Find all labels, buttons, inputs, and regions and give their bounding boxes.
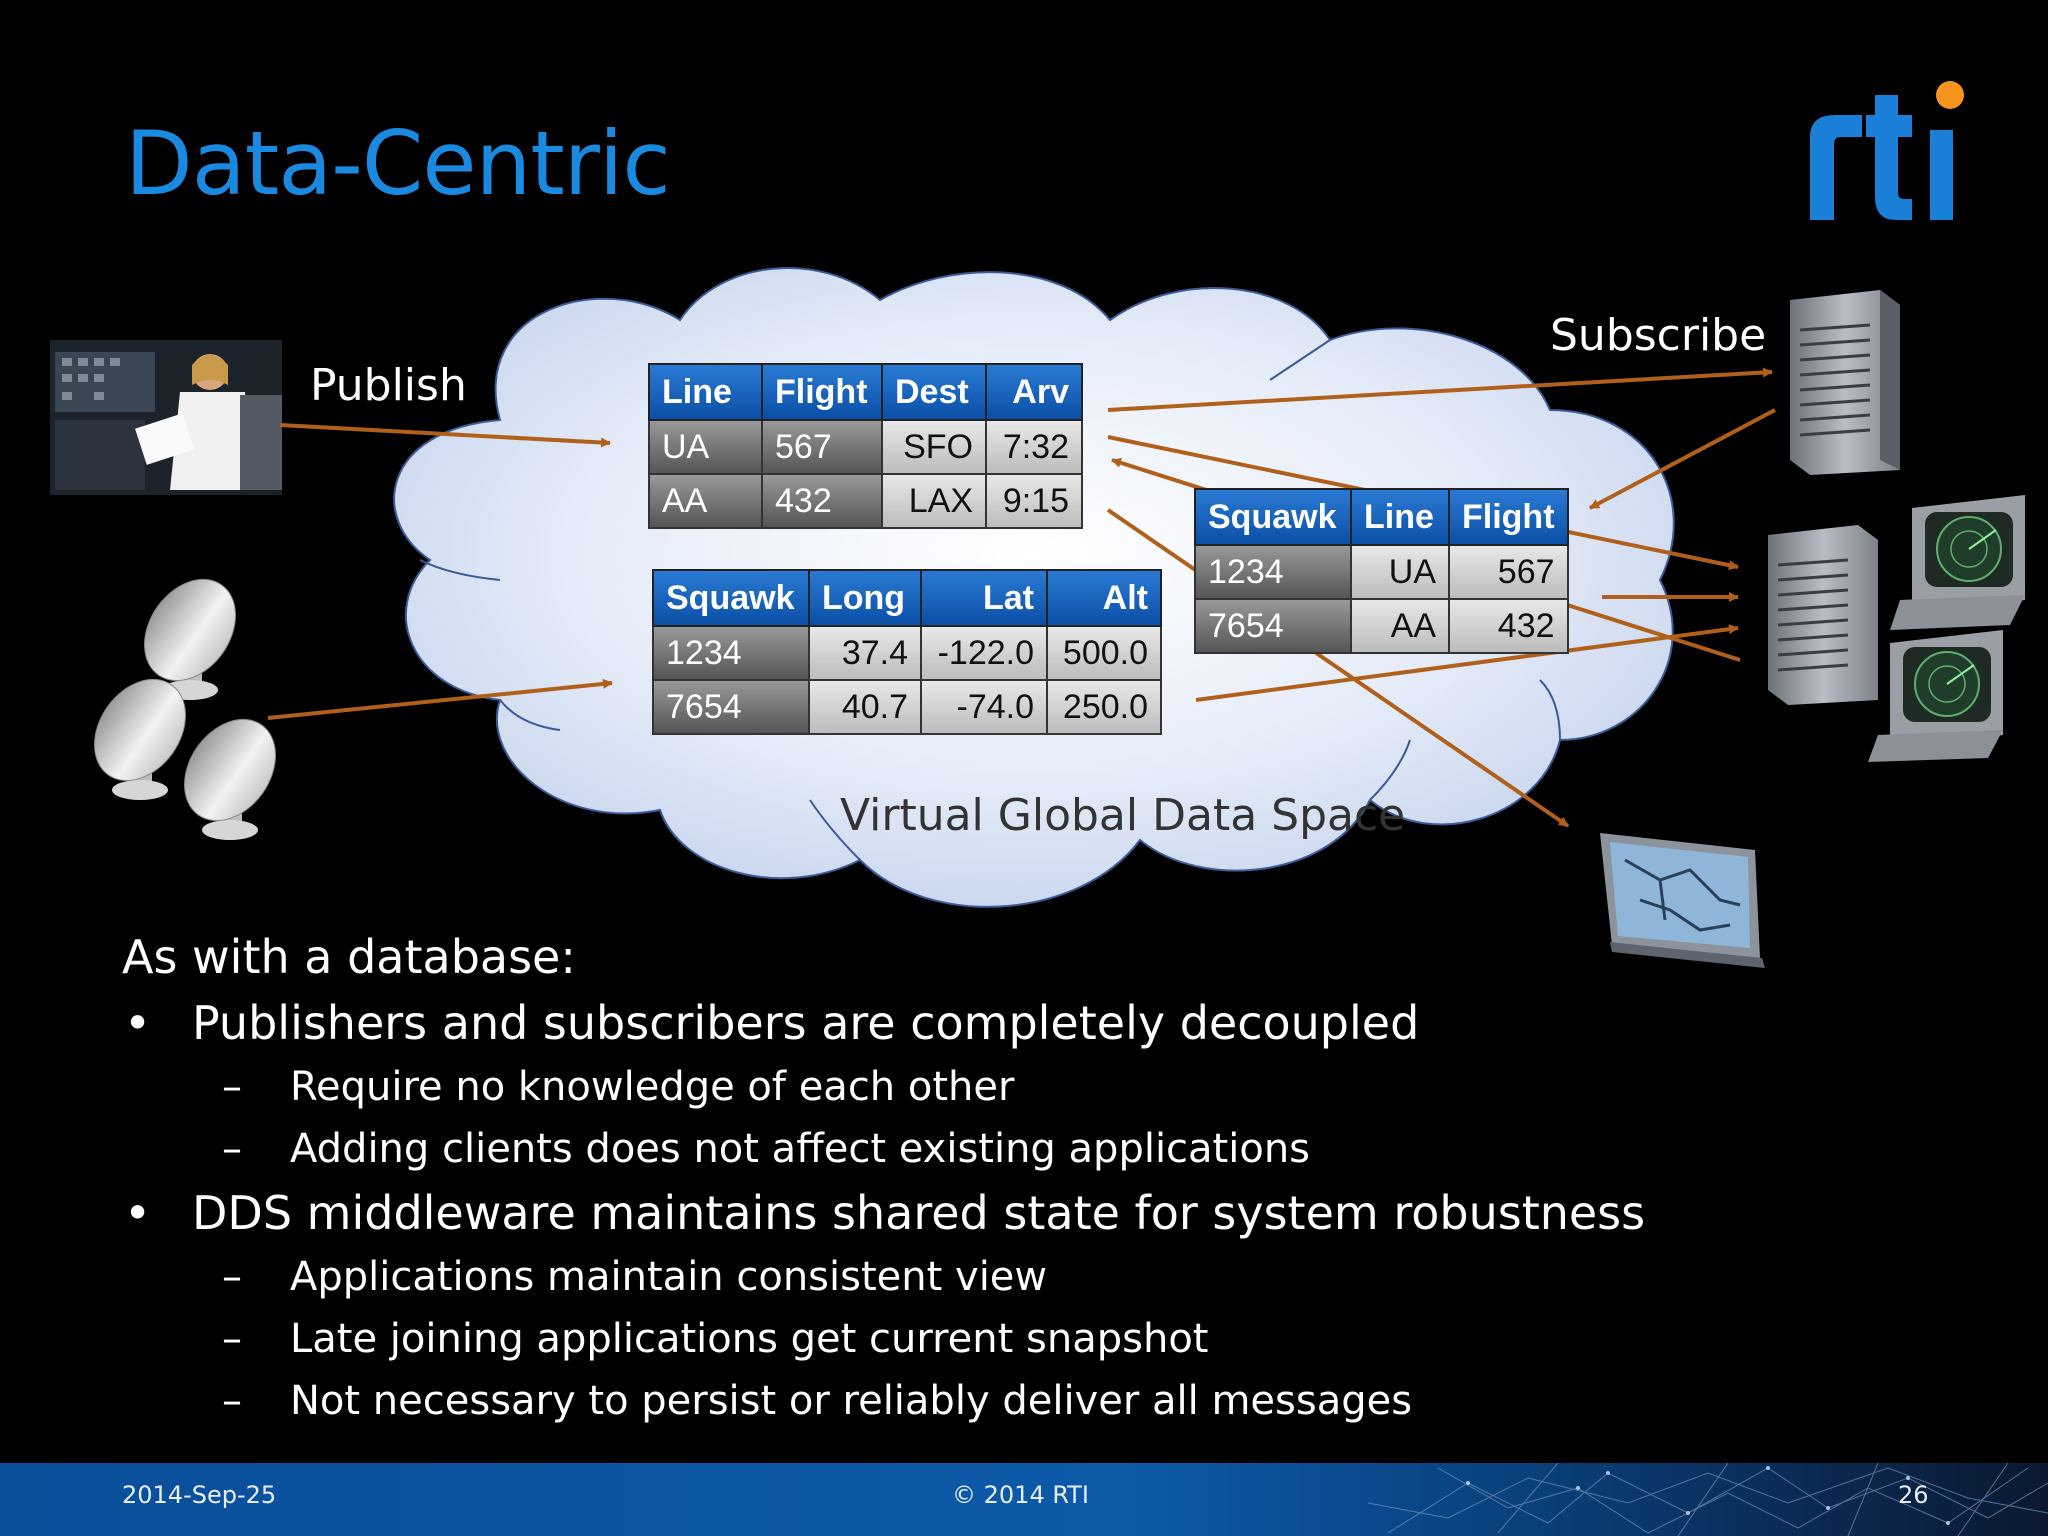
slide-title: Data-Centric [125,112,671,215]
table-header: Squawk [652,569,810,627]
table-row: 1234 UA 567 [1194,544,1569,600]
table-header: Arv [985,363,1083,421]
arrow-to-server-1 [1107,367,1773,412]
table-cell: 7:32 [985,419,1083,475]
publish-label: Publish [310,360,467,411]
table-cell: 7654 [1194,598,1352,654]
table-header: Dest [881,363,987,421]
table-header: Alt [1046,569,1162,627]
cloud-inner-lines [419,339,1561,861]
table-cell: 7654 [652,679,810,735]
sub-bullet-text: Adding clients does not affect existing … [290,1126,1311,1172]
radar-console-2 [1868,630,2003,762]
sub-bullet-text: Late joining applications get current sn… [290,1316,1209,1362]
table-row: AA 432 LAX 9:15 [648,473,1083,529]
slide-footer: 2014-Sep-25 © 2014 RTI 26 [0,1463,2048,1536]
table-cell: 9:15 [985,473,1083,529]
bullet-text: DDS middleware maintains shared state fo… [192,1186,1646,1240]
table-cell: AA [648,473,763,529]
table-header: Flight [761,363,883,421]
pilot-photo [50,340,282,495]
arrow-publish-radar [267,678,613,720]
sub-bullet-item: –Applications maintain consistent view [222,1254,1048,1300]
sub-bullet-text: Not necessary to persist or reliably del… [290,1378,1413,1424]
subscriber-server-1 [1790,290,1900,475]
table-cell: 250.0 [1046,679,1162,735]
global-data-space-label: Virtual Global Data Space [840,790,1406,841]
table-cell: 1234 [652,625,810,681]
sub-bullet-item: –Not necessary to persist or reliably de… [222,1378,1413,1424]
table-cell: LAX [881,473,987,529]
bullet-item: •Publishers and subscribers are complete… [124,996,1420,1050]
table-header: Flight [1448,488,1569,546]
squawk-table: Squawk Line Flight 1234 UA 567 7654 AA 4… [1194,488,1569,654]
bullet-list: As with a database: •Publishers and subs… [122,930,1645,1432]
table-cell: 432 [1448,598,1569,654]
footer-copyright: © 2014 RTI [952,1481,1090,1509]
table-cell: 1234 [1194,544,1352,600]
sub-bullet-text: Applications maintain consistent view [290,1254,1048,1300]
arrow-server-1-to-squawk [1589,408,1776,510]
radar-table: Squawk Long Lat Alt 1234 37.4 -122.0 500… [652,569,1162,735]
table-header: Line [1350,488,1450,546]
intro-text: As with a database: [122,930,576,984]
radar-console-1 [1890,495,2025,630]
arrow-publish-flight [279,423,611,448]
table-row: 7654 AA 432 [1194,598,1569,654]
arrow-radar-to-server-2 [1195,624,1739,702]
table-cell: UA [1350,544,1450,600]
table-header: Squawk [1194,488,1352,546]
table-cell: 500.0 [1046,625,1162,681]
arrow-to-map [1106,508,1570,828]
table-cell: 40.7 [808,679,922,735]
table-row: UA 567 SFO 7:32 [648,419,1083,475]
table-cell: AA [1350,598,1450,654]
table-cell: SFO [881,419,987,475]
table-cell: UA [648,419,763,475]
satellite-dishes [94,578,276,840]
logo-dot [1936,81,1964,109]
rti-logo [1810,81,1964,220]
table-cell: 432 [761,473,883,529]
bullet-item: •DDS middleware maintains shared state f… [124,1186,1646,1240]
page-number: 26 [1898,1481,1929,1509]
table-header: Lat [920,569,1048,627]
flight-table: Line Flight Dest Arv UA 567 SFO 7:32 AA … [648,363,1083,529]
network-graphic [1367,1463,2048,1536]
footer-date: 2014-Sep-25 [122,1481,277,1509]
map-display [1600,833,1765,968]
table-header: Long [808,569,922,627]
table-cell: -74.0 [920,679,1048,735]
table-cell: 567 [1448,544,1569,600]
table-row: 7654 40.7 -74.0 250.0 [652,679,1162,735]
table-cell: 567 [761,419,883,475]
sub-bullet-item: –Late joining applications get current s… [222,1316,1209,1362]
sub-bullet-item: –Require no knowledge of each other [222,1064,1015,1110]
table-row: 1234 37.4 -122.0 500.0 [652,625,1162,681]
sub-bullet-item: –Adding clients does not affect existing… [222,1126,1311,1172]
table-cell: 37.4 [808,625,922,681]
bullet-text: Publishers and subscribers are completel… [192,996,1420,1050]
table-header: Line [648,363,763,421]
subscriber-server-2 [1768,525,1878,705]
subscribe-label: Subscribe [1550,310,1767,361]
table-cell: -122.0 [920,625,1048,681]
sub-bullet-text: Require no knowledge of each other [290,1064,1015,1110]
